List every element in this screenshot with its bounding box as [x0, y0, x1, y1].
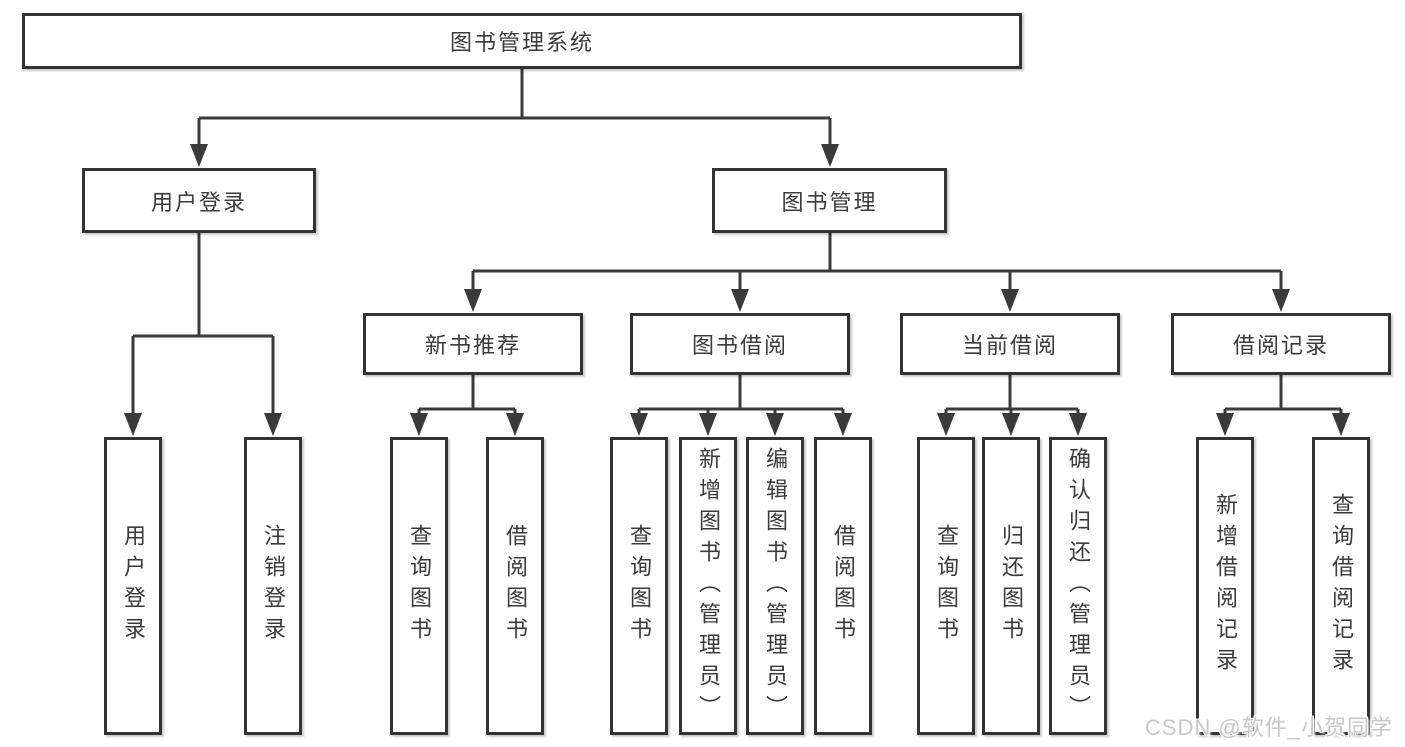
node-label: 新增借阅记录 [1213, 493, 1238, 679]
node-label: 新书推荐 [424, 333, 521, 358]
leaf-borrow-books: 借阅图书 [814, 437, 872, 735]
node-label: 图书管理 [781, 189, 878, 215]
node-label: 用户登录 [150, 189, 247, 215]
node-root-system: 图书管理系统 [22, 13, 1022, 69]
arrowheads [124, 144, 1350, 436]
node-label: 确认归还（管理员） [1066, 446, 1091, 726]
node-label: 用户登录 [121, 524, 146, 648]
node-label: 借阅图书 [503, 524, 528, 648]
node-label: 查询图书 [934, 524, 959, 648]
node-current-borrowing: 当前借阅 [900, 313, 1120, 375]
node-label: 查询图书 [407, 524, 432, 648]
leaf-logout: 注销登录 [244, 437, 302, 735]
node-label: 借阅记录 [1232, 333, 1329, 358]
node-label: 查询图书 [627, 524, 652, 648]
leaf-confirm-return-admin: 确认归还（管理员） [1049, 437, 1107, 735]
leaf-query-books-recommend: 查询图书 [390, 437, 448, 735]
node-label: 当前借阅 [961, 333, 1058, 358]
leaf-query-books-current: 查询图书 [917, 437, 975, 735]
node-label: 图书管理系统 [449, 30, 594, 55]
node-book-management: 图书管理 [712, 168, 947, 233]
node-label: 借阅图书 [831, 524, 856, 648]
node-label: 注销登录 [261, 524, 286, 648]
leaf-borrow-books-recommend: 借阅图书 [486, 437, 544, 735]
node-new-book-recommendation: 新书推荐 [363, 313, 583, 375]
node-label: 编辑图书（管理员） [763, 446, 788, 726]
node-user-login: 用户登录 [82, 168, 316, 233]
node-book-borrowing: 图书借阅 [630, 313, 850, 375]
node-label: 图书借阅 [691, 333, 788, 358]
node-label: 新增图书（管理员） [696, 446, 721, 726]
leaf-add-borrow-record: 新增借阅记录 [1196, 437, 1254, 735]
leaf-user-login: 用户登录 [104, 437, 162, 735]
node-label: 归还图书 [999, 524, 1024, 648]
leaf-add-books-admin: 新增图书（管理员） [679, 437, 737, 735]
leaf-query-books-borrow: 查询图书 [610, 437, 668, 735]
csdn-watermark: CSDN @软件_小贺同学 [1144, 715, 1393, 740]
leaf-edit-books-admin: 编辑图书（管理员） [746, 437, 804, 735]
node-borrowing-records: 借阅记录 [1171, 313, 1391, 375]
node-label: 查询借阅记录 [1329, 493, 1354, 679]
leaf-return-books: 归还图书 [982, 437, 1040, 735]
leaf-query-borrow-record: 查询借阅记录 [1312, 437, 1370, 735]
